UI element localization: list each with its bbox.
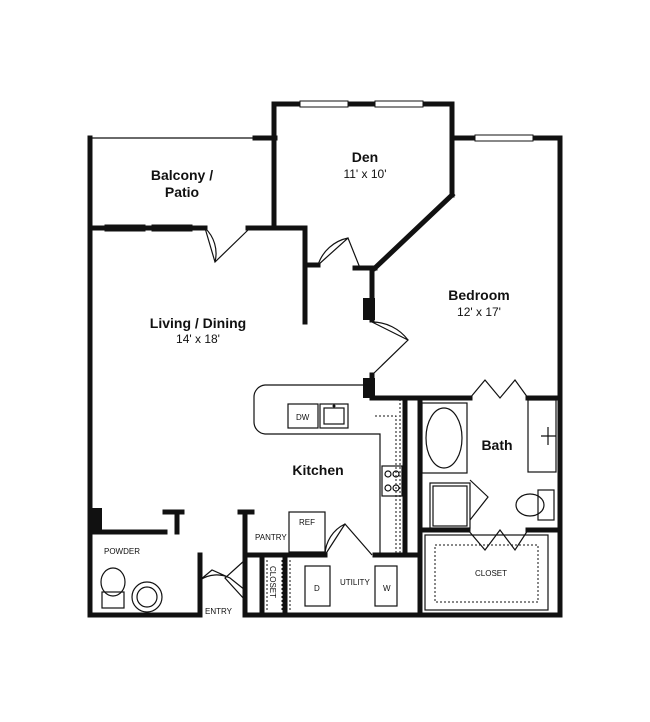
- washer-label: W: [383, 584, 391, 593]
- closets: [266, 534, 549, 612]
- bedroom-dimensions: 12' x 17': [457, 305, 501, 319]
- washer: [374, 565, 398, 607]
- door-entry: [199, 569, 246, 591]
- entry-closet-label: CLOSET: [268, 566, 277, 598]
- door-bedroom: [371, 321, 410, 376]
- bath-label: Bath: [481, 437, 512, 453]
- wall-stub-bedroom-upper: [363, 298, 375, 320]
- bath-closet: [424, 534, 549, 611]
- wall-stub-living: [90, 508, 102, 532]
- powder-sink: [131, 581, 163, 613]
- windows: [104, 100, 534, 232]
- kitchen-counter: DW REF: [253, 384, 403, 555]
- powder-fixtures: [100, 567, 163, 613]
- shower: [429, 482, 471, 529]
- dryer-label: D: [314, 584, 320, 593]
- kitchen-label: Kitchen: [292, 462, 343, 478]
- bathtub: [421, 402, 468, 474]
- door-bath: [469, 379, 529, 399]
- window-den-left: [299, 100, 349, 108]
- bath-closet-label: CLOSET: [475, 569, 507, 578]
- den-dimensions: 11' x 10': [343, 167, 386, 181]
- utility-label: UTILITY: [340, 578, 370, 587]
- toilet-powder: [101, 591, 125, 609]
- bath-fixtures: [421, 399, 557, 529]
- door-bath-closet: [467, 529, 529, 552]
- dishwasher: [287, 403, 319, 429]
- powder-label: POWDER: [104, 547, 140, 556]
- toilet-bath: [537, 489, 555, 521]
- range: [381, 465, 403, 497]
- door-pantry: [324, 523, 373, 556]
- pantry-label: PANTRY: [255, 533, 287, 542]
- living-label: Living / Dining: [150, 315, 246, 331]
- door-closet-entry: [224, 559, 246, 601]
- window-den-right: [374, 100, 424, 108]
- living-dimensions: 14' x 18': [176, 332, 220, 346]
- window-bedroom: [474, 134, 534, 142]
- entry-label: ENTRY: [205, 607, 233, 616]
- doors: [199, 227, 529, 601]
- refrigerator: [288, 511, 326, 553]
- door-balcony: [204, 227, 249, 264]
- balcony-label-line1: Balcony /: [151, 167, 213, 183]
- den-label: Den: [352, 149, 378, 165]
- dishwasher-label: DW: [296, 413, 310, 422]
- refrigerator-label: REF: [299, 518, 315, 527]
- balcony-label-line2: Patio: [165, 184, 199, 200]
- door-bath-inner: [469, 479, 489, 521]
- door-den: [317, 236, 361, 269]
- kitchen-sink: [319, 403, 349, 429]
- dryer: [304, 565, 331, 607]
- wall-stub-bedroom-lower: [363, 378, 375, 398]
- bedroom-label: Bedroom: [448, 287, 509, 303]
- interior-walls: [87, 135, 563, 618]
